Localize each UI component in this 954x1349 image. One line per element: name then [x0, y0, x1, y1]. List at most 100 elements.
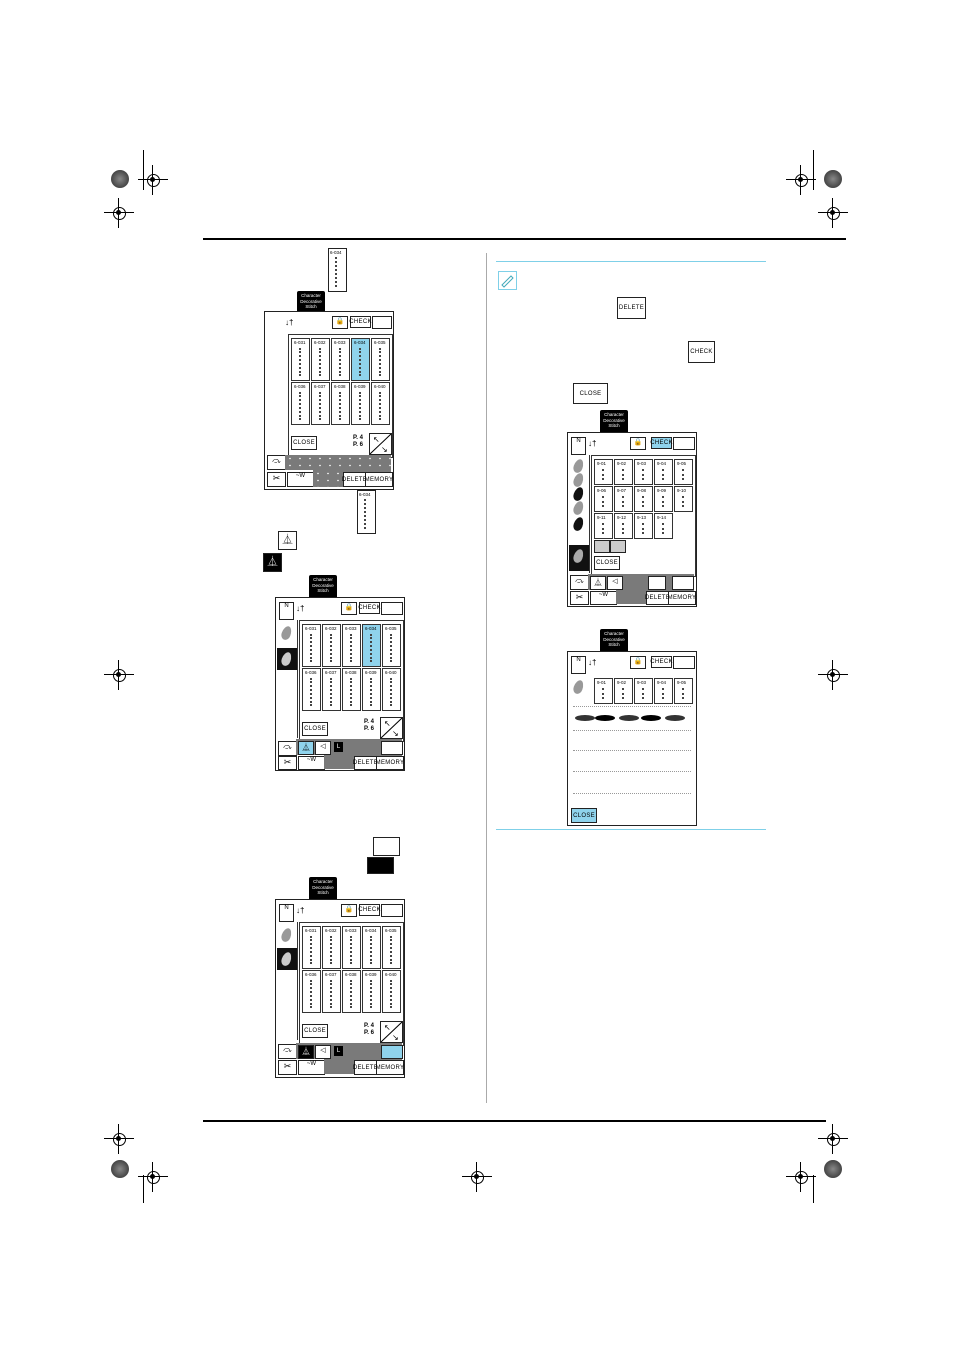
- cursor-icon[interactable]: [648, 576, 666, 590]
- stitch-repeat-icon[interactable]: [381, 741, 403, 755]
- stitch-pattern-6-036[interactable]: 6-036: [302, 970, 321, 1013]
- delete-button[interactable]: DELETE: [645, 591, 670, 605]
- scissors-icon[interactable]: ✂: [278, 756, 297, 770]
- delete-button[interactable]: DELETE: [617, 297, 646, 319]
- repeat-icon[interactable]: ⤼: [278, 1044, 297, 1059]
- lock-icon[interactable]: 🔒: [341, 602, 357, 615]
- mirror-icon[interactable]: ⏅: [278, 531, 297, 550]
- stitch-repeat-icon-active[interactable]: [367, 857, 394, 874]
- presser-foot-icon[interactable]: N: [571, 437, 586, 455]
- stitch-pattern-6-035[interactable]: 6-035: [382, 926, 401, 969]
- check-button[interactable]: CHECK: [650, 656, 672, 668]
- repeat-icon[interactable]: ⤼: [278, 741, 297, 756]
- lock-icon[interactable]: 🔒: [341, 904, 357, 917]
- page-arrow-button[interactable]: ↖↘: [380, 717, 403, 739]
- lock-icon[interactable]: 🔒: [332, 316, 348, 329]
- book-icon[interactable]: [673, 656, 695, 669]
- stitch-pattern-6-033[interactable]: 6-033: [342, 926, 361, 969]
- lock-icon[interactable]: 🔒: [630, 656, 646, 669]
- close-button[interactable]: CLOSE: [573, 383, 608, 404]
- delete-button[interactable]: DELETE: [353, 756, 378, 770]
- stitch-pattern-6-033[interactable]: 6-033: [331, 338, 350, 381]
- stitch-pattern-6-036[interactable]: 6-036: [291, 382, 310, 425]
- stitch-pattern-6-034[interactable]: 6-034: [351, 338, 370, 381]
- check-button[interactable]: CHECK: [358, 602, 380, 614]
- book-icon[interactable]: [372, 316, 392, 329]
- book-icon[interactable]: [673, 437, 695, 450]
- stitch-pattern-9-09[interactable]: 9-09: [654, 486, 673, 512]
- scissors-icon[interactable]: ✂: [278, 1060, 297, 1075]
- stitch-pattern-6-040[interactable]: 6-040: [382, 668, 401, 711]
- stitch-pattern-9-02[interactable]: 9-02: [614, 459, 633, 485]
- stitch-pattern-6-038[interactable]: 6-038: [331, 382, 350, 425]
- check-button[interactable]: CHECK: [688, 341, 715, 363]
- delete-button[interactable]: DELETE: [353, 1060, 378, 1075]
- stitch-pattern-6-037[interactable]: 6-037: [311, 382, 330, 425]
- mirror-icon[interactable]: ⏅: [590, 576, 606, 590]
- memory-button[interactable]: MEMORY: [376, 1060, 404, 1075]
- stitch-pattern-6-039[interactable]: 6-039: [362, 668, 381, 711]
- stitch-pattern-6-031[interactable]: 6-031: [291, 338, 310, 381]
- stitch-pattern-9-04[interactable]: 9-04: [654, 459, 673, 485]
- check-button[interactable]: CHECK: [358, 904, 380, 916]
- stitch-pattern-9-03[interactable]: 9-03: [634, 459, 653, 485]
- page-arrow-button[interactable]: ↖↘: [380, 1021, 403, 1043]
- stitch-pattern-6-037[interactable]: 6-037: [322, 668, 341, 711]
- stitch-pattern-9-12[interactable]: 9-12: [614, 513, 633, 539]
- memory-button[interactable]: MEMORY: [668, 591, 696, 605]
- stitch-length-icon[interactable]: ~W: [590, 591, 617, 605]
- stitch-length-icon[interactable]: ~W: [298, 756, 325, 770]
- mirror-h-icon[interactable]: ◁: [315, 741, 331, 755]
- stitch-pattern-6-040[interactable]: 6-040: [371, 382, 390, 425]
- presser-foot-icon[interactable]: N: [279, 602, 294, 620]
- book-icon[interactable]: [381, 904, 403, 917]
- stitch-pattern-9-05[interactable]: 9-05: [674, 678, 693, 704]
- stitch-repeat-icon[interactable]: [672, 576, 694, 590]
- mirror-icon-active[interactable]: ⏅: [298, 741, 314, 755]
- stitch-pattern-6-032[interactable]: 6-032: [322, 926, 341, 969]
- stitch-pattern-6-033[interactable]: 6-033: [342, 624, 361, 667]
- stitch-pattern-9-14[interactable]: 9-14: [654, 513, 673, 539]
- stitch-pattern-9-01[interactable]: 9-01: [594, 459, 613, 485]
- stitch-repeat-icon[interactable]: [373, 837, 400, 856]
- stitch-pattern-6-031[interactable]: 6-031: [302, 624, 321, 667]
- stitch-pattern-9-02[interactable]: 9-02: [614, 678, 633, 704]
- stitch-pattern-6-034[interactable]: 6-034: [362, 624, 381, 667]
- stitch-pattern-9-04[interactable]: 9-04: [654, 678, 673, 704]
- stitch-pattern-9-06[interactable]: 9-06: [594, 486, 613, 512]
- stitch-pattern-6-037[interactable]: 6-037: [322, 970, 341, 1013]
- check-button-active[interactable]: CHECK: [650, 437, 672, 449]
- stitch-pattern-9-07[interactable]: 9-07: [614, 486, 633, 512]
- stitch-pattern-6-039[interactable]: 6-039: [362, 970, 381, 1013]
- stitch-pattern-6-036[interactable]: 6-036: [302, 668, 321, 711]
- delete-button[interactable]: DELETE: [342, 472, 367, 487]
- lock-icon[interactable]: 🔒: [630, 437, 646, 450]
- book-icon[interactable]: [381, 602, 403, 615]
- mirror-icon-active[interactable]: ⏅: [263, 553, 282, 572]
- scissors-icon[interactable]: ✂: [570, 591, 589, 605]
- stitch-pattern-9-13[interactable]: 9-13: [634, 513, 653, 539]
- close-button-active[interactable]: CLOSE: [571, 808, 597, 823]
- memory-button[interactable]: MEMORY: [376, 756, 404, 770]
- stitch-length-icon[interactable]: ~W: [298, 1060, 325, 1075]
- stitch-pattern-6-031[interactable]: 6-031: [302, 926, 321, 969]
- mirror-h-icon[interactable]: ◁: [607, 576, 623, 590]
- mirror-icon-active[interactable]: ⏅: [298, 1045, 314, 1059]
- stitch-pattern-9-10[interactable]: 9-10: [674, 486, 693, 512]
- mirror-h-icon[interactable]: ◁: [315, 1045, 331, 1059]
- stitch-pattern-9-08[interactable]: 9-08: [634, 486, 653, 512]
- close-button[interactable]: CLOSE: [291, 436, 317, 450]
- stitch-pattern-6-034[interactable]: 6-034: [362, 926, 381, 969]
- check-button[interactable]: CHECK: [349, 316, 371, 328]
- stitch-pattern-6-039[interactable]: 6-039: [351, 382, 370, 425]
- stitch-pattern-6-035[interactable]: 6-035: [371, 338, 390, 381]
- page-arrow-button[interactable]: ↖↘: [369, 433, 392, 455]
- close-button[interactable]: CLOSE: [302, 1024, 328, 1038]
- edit-icon[interactable]: [610, 540, 626, 553]
- close-button[interactable]: CLOSE: [594, 556, 620, 570]
- stitch-pattern-9-05[interactable]: 9-05: [674, 459, 693, 485]
- presser-foot-icon[interactable]: N: [571, 656, 586, 674]
- repeat-icon[interactable]: ⤼: [267, 455, 286, 470]
- stitch-pattern-6-035[interactable]: 6-035: [382, 624, 401, 667]
- stitch-pattern-6-040[interactable]: 6-040: [382, 970, 401, 1013]
